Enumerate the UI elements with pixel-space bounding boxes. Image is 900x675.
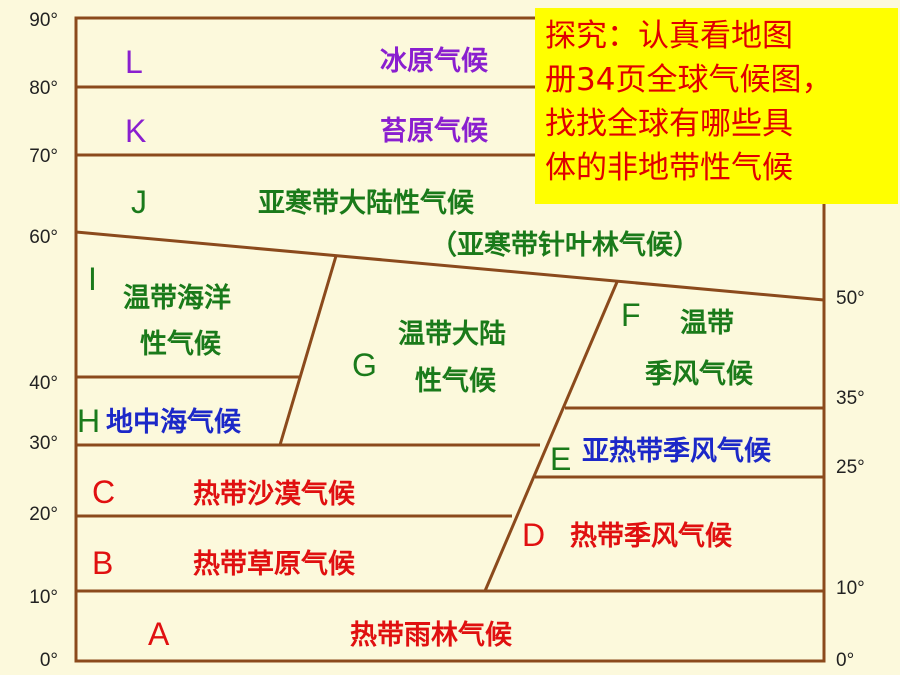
lat-left-30: 30° — [29, 433, 58, 454]
zone-j-name2: （亚寒带针叶林气候） — [430, 229, 700, 261]
lat-left-20: 20° — [29, 504, 58, 525]
zone-k-name: 苔原气候 — [380, 116, 489, 147]
lat-left-10: 10° — [29, 587, 58, 608]
zone-h-letter: H — [77, 403, 100, 439]
zone-g-name: 温带大陆 — [398, 319, 506, 350]
zone-c-name: 热带沙漠气候 — [193, 479, 356, 510]
zone-b-name: 热带草原气候 — [193, 549, 356, 580]
lat-right-0: 0° — [836, 650, 854, 671]
zone-i-name: 温带海洋 — [123, 282, 231, 314]
zone-e-name: 亚热带季风气候 — [582, 436, 772, 467]
zone-d-name: 热带季风气候 — [570, 521, 733, 552]
divider-g-f — [483, 281, 619, 592]
zone-f-name: 温带 — [680, 308, 734, 339]
lat-right-50: 50° — [836, 288, 865, 309]
zone-k-letter: K — [125, 113, 146, 149]
zone-d-letter: D — [522, 517, 545, 553]
lat-left-0: 0° — [40, 650, 58, 671]
lat-right-35: 35° — [836, 388, 865, 409]
zone-l-letter: L — [125, 44, 143, 80]
lat-left-40: 40° — [29, 373, 58, 394]
zone-a-name: 热带雨林气候 — [350, 620, 513, 651]
frame — [74, 16, 826, 663]
divider-i-g — [278, 255, 338, 446]
lat-right-25: 25° — [836, 457, 865, 478]
lat-right-10: 10° — [836, 578, 865, 599]
zone-f-name2: 季风气候 — [645, 359, 754, 390]
zone-f-letter: F — [621, 297, 641, 333]
lat-left-70: 70° — [29, 146, 58, 167]
zone-h-name: 地中海气候 — [106, 407, 242, 438]
lat-left-90: 90° — [29, 10, 58, 31]
zone-b-letter: B — [92, 545, 113, 581]
lat-left-80: 80° — [29, 78, 58, 99]
zone-i-letter: I — [88, 261, 97, 297]
zone-c-letter: C — [92, 474, 115, 510]
zone-g-name2: 性气候 — [415, 366, 497, 397]
zone-l-name: 冰原气候 — [380, 46, 489, 77]
zone-j-letter: J — [131, 184, 147, 220]
line-60-50 — [75, 230, 825, 302]
inquiry-note-text: 探究：认真看地图 册34页全球气候图， 找找全球有哪些具 体的非地带性气候 — [545, 18, 833, 186]
zone-g-letter: G — [352, 347, 377, 383]
zone-e-letter: E — [550, 441, 571, 477]
lat-left-60: 60° — [29, 227, 58, 248]
zone-a-letter: A — [148, 616, 170, 652]
inquiry-note: 探究：认真看地图 册34页全球气候图， 找找全球有哪些具 体的非地带性气候 — [535, 8, 898, 204]
zone-i-name2: 性气候 — [140, 329, 222, 360]
zone-j-name: 亚寒带大陆性气候 — [258, 187, 475, 219]
